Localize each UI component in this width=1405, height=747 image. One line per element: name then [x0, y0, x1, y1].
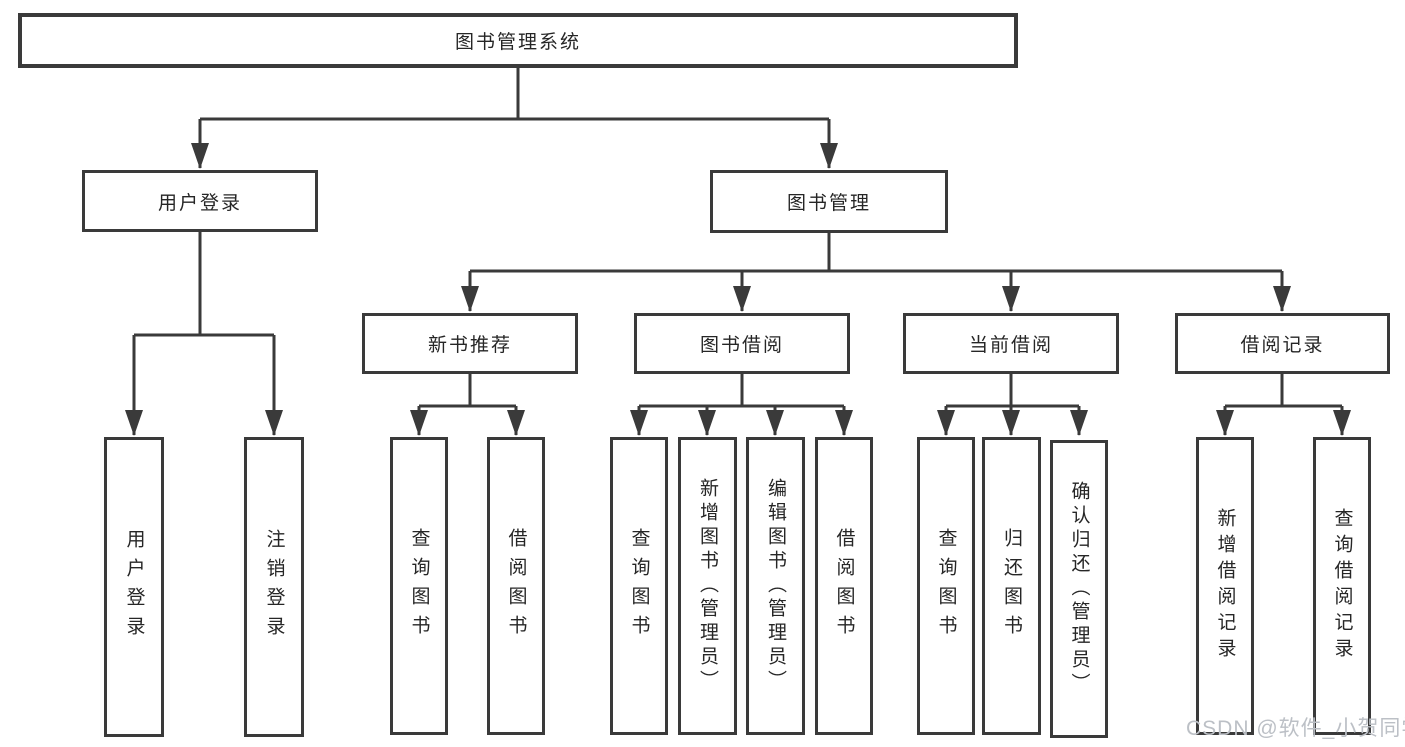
node-label: 图书管理	[786, 193, 871, 214]
node-label: 查询借阅记录	[1331, 508, 1353, 664]
edges-new-book-rec-to-leaves	[410, 374, 525, 436]
node-label: 新书推荐	[427, 335, 512, 356]
leaf-br-query-record: 查询借阅记录	[1313, 437, 1371, 735]
node-label: 编辑图书（管理员）	[765, 478, 786, 694]
edges-borrow-records-to-leaves	[1216, 374, 1351, 436]
leaf-nbr-borrow-books: 借阅图书	[487, 437, 545, 735]
node-label: 归还图书	[1001, 528, 1022, 644]
leaf-user-login: 用户登录	[104, 437, 164, 737]
node-book-borrowing: 图书借阅	[634, 313, 850, 374]
node-label: 查询图书	[408, 528, 430, 644]
leaf-cb-confirm-return-admin: 确认归还（管理员）	[1050, 440, 1108, 738]
node-label: 借阅图书	[505, 528, 527, 644]
leaf-br-add-record: 新增借阅记录	[1196, 437, 1254, 735]
node-label: 借阅记录	[1240, 335, 1325, 356]
node-label: 查询图书	[628, 528, 650, 644]
edges-root-to-level2	[191, 68, 838, 169]
leaf-logout: 注销登录	[244, 437, 304, 737]
node-label: 借阅图书	[833, 528, 855, 644]
edges-book-mgmt-to-level3	[461, 233, 1291, 312]
leaf-nbr-query-books: 查询图书	[390, 437, 448, 735]
leaf-bb-add-books-admin: 新增图书（管理员）	[678, 437, 737, 735]
edges-book-borrow-to-leaves	[630, 374, 853, 436]
node-label: 注销登录	[263, 529, 285, 645]
edges-current-borrow-to-leaves	[937, 374, 1088, 436]
node-label: 确认归还（管理员）	[1068, 481, 1090, 697]
node-label: 新增借阅记录	[1214, 508, 1236, 664]
node-label: 当前借阅	[968, 335, 1053, 356]
leaf-bb-query-books: 查询图书	[610, 437, 668, 735]
node-label: 用户登录	[157, 192, 242, 214]
node-label: 查询图书	[935, 528, 957, 644]
node-new-book-recommendation: 新书推荐	[362, 313, 578, 374]
node-label: 图书借阅	[699, 335, 784, 356]
leaf-cb-query-books: 查询图书	[917, 437, 975, 735]
node-borrowing-records: 借阅记录	[1175, 313, 1390, 374]
node-label: 用户登录	[123, 529, 145, 645]
watermark-csdn: CSDN @软件_小贺同学	[1186, 717, 1405, 740]
node-user-login: 用户登录	[82, 170, 318, 232]
node-label: 新增图书（管理员）	[697, 478, 718, 694]
node-library-management-system: 图书管理系统	[18, 13, 1018, 68]
edges-user-login-to-leaves	[125, 232, 283, 436]
leaf-bb-borrow-books: 借阅图书	[815, 437, 873, 735]
node-label: 图书管理系统	[454, 32, 581, 53]
leaf-cb-return-books: 归还图书	[982, 437, 1041, 735]
leaf-bb-edit-books-admin: 编辑图书（管理员）	[746, 437, 805, 735]
node-book-management: 图书管理	[710, 170, 948, 233]
node-current-borrowing: 当前借阅	[903, 313, 1119, 374]
